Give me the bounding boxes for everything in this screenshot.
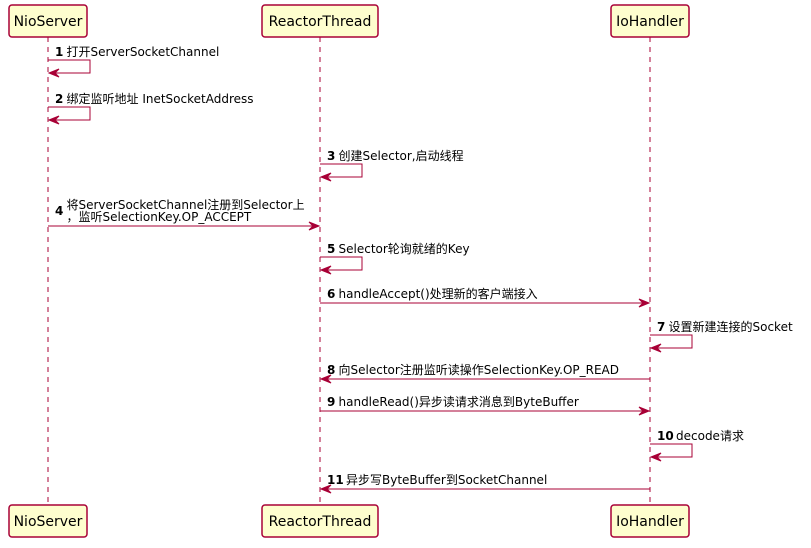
message-arrow-line — [650, 334, 693, 349]
message-label: 创建Selector,启动线程 — [339, 148, 464, 163]
participant-nio-bottom: NioServer — [8, 504, 88, 538]
message-7: 7 设置新建连接的Socket — [649, 319, 793, 353]
message-label: 将ServerSocketChannel注册到Selector上 — [67, 197, 305, 212]
message-9: 9 handleRead()异步读请求消息到ByteBuffer — [320, 394, 651, 416]
message-arrow-line — [48, 106, 91, 121]
message-number: 2 — [55, 92, 63, 106]
participant-label: ReactorThread — [269, 14, 372, 30]
participant-io-top: IoHandler — [610, 4, 690, 38]
message-label: Selector轮询就绪的Key — [339, 241, 470, 256]
message-arrow-line — [650, 443, 693, 458]
message-label: 设置新建连接的Socket — [669, 319, 793, 334]
participant-label: NioServer — [14, 514, 83, 530]
participant-reactor-top: ReactorThread — [261, 4, 379, 38]
message-4: 4 将ServerSocketChannel注册到Selector上，监听Sele… — [48, 197, 321, 231]
arrowhead — [638, 406, 651, 416]
message-number: 8 — [327, 363, 335, 377]
message-number: 7 — [657, 320, 665, 334]
message-label: 打开ServerSocketChannel — [67, 45, 220, 59]
message-arrow-line — [48, 59, 91, 74]
message-number: 11 — [327, 473, 344, 487]
participant-nio-top: NioServer — [8, 4, 88, 38]
message-label: 绑定监听地址 InetSocketAddress — [67, 91, 254, 106]
message-label: ，监听SelectionKey.OP_ACCEPT — [67, 210, 252, 224]
message-number: 1 — [55, 45, 63, 59]
message-6: 6 handleAccept()处理新的客户端接入 — [320, 286, 651, 308]
participant-io-bottom: IoHandler — [610, 504, 690, 538]
message-label: handleRead()异步读请求消息到ByteBuffer — [339, 394, 579, 409]
arrowhead — [649, 452, 662, 462]
message-label: 异步写ByteBuffer到SocketChannel — [346, 473, 547, 487]
arrowhead — [47, 68, 60, 78]
message-label: handleAccept()处理新的客户端接入 — [339, 286, 538, 301]
message-number: 6 — [327, 287, 335, 301]
message-arrow-line — [320, 163, 363, 178]
arrowhead — [319, 374, 332, 384]
participant-reactor-bottom: ReactorThread — [261, 504, 379, 538]
message-number: 3 — [327, 149, 335, 163]
arrowhead — [638, 298, 651, 308]
participant-box — [8, 504, 88, 538]
message-label: 向Selector注册监听读操作SelectionKey.OP_READ — [339, 362, 620, 377]
arrowhead — [308, 221, 321, 231]
arrowhead — [649, 343, 662, 353]
message-number: 10 — [657, 429, 674, 443]
participant-label: IoHandler — [616, 14, 684, 30]
message-8: 8 向Selector注册监听读操作SelectionKey.OP_READ — [319, 362, 650, 384]
participant-box — [261, 504, 379, 538]
message-number: 9 — [327, 395, 335, 409]
participant-box — [8, 4, 88, 38]
arrowhead — [319, 484, 332, 494]
arrowhead — [47, 115, 60, 125]
message-2: 2 绑定监听地址 InetSocketAddress — [47, 91, 254, 125]
arrowhead — [319, 265, 332, 275]
participant-label: NioServer — [14, 14, 83, 30]
message-1: 1 打开ServerSocketChannel — [47, 45, 220, 78]
message-5: 5 Selector轮询就绪的Key — [319, 241, 470, 275]
message-3: 3 创建Selector,启动线程 — [319, 148, 464, 182]
message-arrow-line — [320, 256, 363, 271]
participant-label: ReactorThread — [269, 514, 372, 530]
message-number: 4 — [55, 204, 63, 218]
participant-label: IoHandler — [616, 514, 684, 530]
message-number: 5 — [327, 242, 335, 256]
participant-box — [261, 4, 379, 38]
arrowhead — [319, 172, 332, 182]
participant-box — [610, 4, 690, 38]
participant-box — [610, 504, 690, 538]
message-label: decode请求 — [676, 429, 744, 443]
